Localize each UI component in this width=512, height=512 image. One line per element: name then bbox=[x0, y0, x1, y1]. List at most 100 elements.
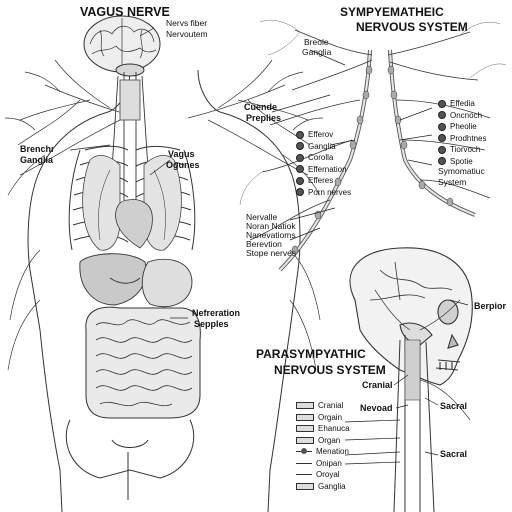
legend-item: Ehanuca bbox=[296, 423, 350, 435]
label-stope-nerves: Stope nerves bbox=[246, 248, 297, 258]
legend-item-label: Pheolie bbox=[450, 122, 477, 132]
label-ogunes: Ogunes bbox=[166, 160, 200, 170]
legend-item: Tiorvoch bbox=[438, 144, 486, 156]
label-berevtion: Berevtion bbox=[246, 239, 282, 249]
dot-marker-icon bbox=[438, 145, 446, 154]
dot-marker-icon bbox=[438, 157, 446, 166]
label-cuende: Cuende bbox=[244, 102, 278, 112]
legend-item-label: Ehanuca bbox=[318, 424, 350, 434]
sympathetic-title-line2: NERVOUS SYSTEM bbox=[356, 20, 468, 34]
dot-marker-icon bbox=[296, 142, 304, 151]
dot-marker-icon bbox=[296, 176, 304, 185]
label-symomatiuc-system: System bbox=[438, 177, 467, 187]
dot-line-marker-icon bbox=[296, 448, 312, 455]
label-preplies: Preplies bbox=[246, 113, 282, 123]
bar-marker-icon bbox=[296, 402, 314, 410]
legend-item: Organ bbox=[296, 435, 350, 447]
legend-item: Ganglia bbox=[296, 481, 350, 493]
dot-marker-icon bbox=[438, 111, 446, 120]
arm-nerves-left bbox=[4, 59, 141, 196]
legend-item-label: Efferes bbox=[308, 176, 334, 186]
parasympathetic-title-line2: NERVOUS SYSTEM bbox=[274, 363, 386, 377]
pointer-lines bbox=[69, 27, 469, 465]
label-breole: Breole bbox=[304, 37, 329, 47]
legend-item: Cranial bbox=[296, 400, 350, 412]
legend-item: Spotie bbox=[438, 156, 486, 168]
label-nefreration: Nefreration bbox=[192, 308, 241, 318]
legend-item-label: Corolla bbox=[308, 153, 334, 163]
legend-item: Prodhtnes bbox=[438, 133, 486, 145]
legend-item: Effedia bbox=[438, 98, 486, 110]
arm-nerves-right bbox=[187, 59, 324, 196]
legend-item: Corolla bbox=[296, 152, 351, 164]
legend-item: Porn nerves bbox=[296, 187, 351, 199]
label-nevoad: Nevoad bbox=[360, 403, 393, 413]
legend-item: Oroyal bbox=[296, 469, 350, 481]
label-sacral-upper: Sacral bbox=[440, 401, 468, 411]
dot-marker-icon bbox=[296, 130, 304, 139]
pelvis bbox=[65, 419, 195, 500]
dot-marker-icon bbox=[438, 122, 446, 131]
legend-item: Efferes bbox=[296, 175, 351, 187]
legend-item: Effernation bbox=[296, 164, 351, 176]
legend-item: Onipan bbox=[296, 458, 350, 470]
intestines bbox=[85, 306, 201, 419]
label-sacral-lower: Sacral bbox=[440, 449, 468, 459]
label-nervalle: Nervalle bbox=[246, 212, 278, 222]
dot-marker-icon bbox=[296, 165, 304, 174]
legend-item-label: Porn nerves bbox=[308, 187, 352, 197]
vagus-trunk bbox=[109, 72, 151, 201]
line-marker-icon bbox=[296, 474, 312, 476]
bar-marker-icon bbox=[296, 482, 314, 490]
label-brench: Brenchı bbox=[20, 144, 54, 154]
label-berpior: Berpior bbox=[474, 301, 507, 311]
dot-marker-icon bbox=[438, 99, 446, 108]
legend-item-label: Cranial bbox=[318, 401, 344, 411]
vagus-title: VAGUS NERVE bbox=[80, 5, 170, 19]
label-breole-ganglia: Ganglia bbox=[302, 47, 332, 57]
abdominal-organs bbox=[79, 253, 193, 308]
legend-item: Pheolie bbox=[438, 121, 486, 133]
label-brench-ganglia: Ganglia bbox=[20, 155, 54, 165]
legend-item-label: Prodhtnes bbox=[450, 133, 487, 143]
legend-item-label: Oncnoch bbox=[450, 110, 483, 120]
dot-marker-icon bbox=[438, 134, 446, 143]
sympathetic-chain bbox=[239, 19, 507, 272]
label-nerve-fiber: Nervs fiber bbox=[166, 18, 208, 28]
legend-item-label: Spotie bbox=[450, 156, 473, 166]
label-vagus: Vagus bbox=[168, 149, 195, 159]
legend-item: Menation bbox=[296, 446, 350, 458]
label-noran-natiok: Noran Natiok bbox=[246, 221, 296, 231]
brain bbox=[83, 15, 161, 77]
label-cranial: Cranial bbox=[362, 380, 393, 390]
legend-item: Ganglia bbox=[296, 141, 351, 153]
parasympathetic-title-line1: PARASYMPYATHIC bbox=[256, 347, 366, 361]
heart bbox=[115, 199, 153, 249]
bar-marker-icon bbox=[296, 413, 314, 421]
lungs bbox=[82, 155, 182, 251]
bar-marker-icon bbox=[296, 425, 314, 433]
label-symomatiuc: Symomatiuc bbox=[438, 166, 485, 176]
sympathetic-title-line1: SYMPYEMATHEIC bbox=[340, 5, 444, 19]
legend-item-label: Ganglia bbox=[308, 141, 336, 151]
legend-item: Efferov bbox=[296, 129, 351, 141]
legend-item-label: Organ bbox=[318, 435, 341, 445]
legend-item-label: Orgain bbox=[318, 412, 343, 422]
legend-item-label: Onipan bbox=[316, 458, 342, 468]
legend-item-label: Oroyal bbox=[316, 470, 340, 480]
body-figure bbox=[4, 59, 324, 512]
legend-item-label: Menation bbox=[316, 447, 349, 457]
label-nanevatioms: Nanevatioms bbox=[246, 230, 296, 240]
bar-marker-icon bbox=[296, 436, 314, 444]
legend-item: Oncnoch bbox=[438, 110, 486, 122]
line-marker-icon bbox=[296, 462, 312, 464]
legend-item-label: Effernation bbox=[308, 164, 347, 174]
legend-item: Orgain bbox=[296, 412, 350, 424]
label-sepples: Sepples bbox=[194, 319, 229, 329]
legend-item-label: Ganglia bbox=[318, 481, 346, 491]
